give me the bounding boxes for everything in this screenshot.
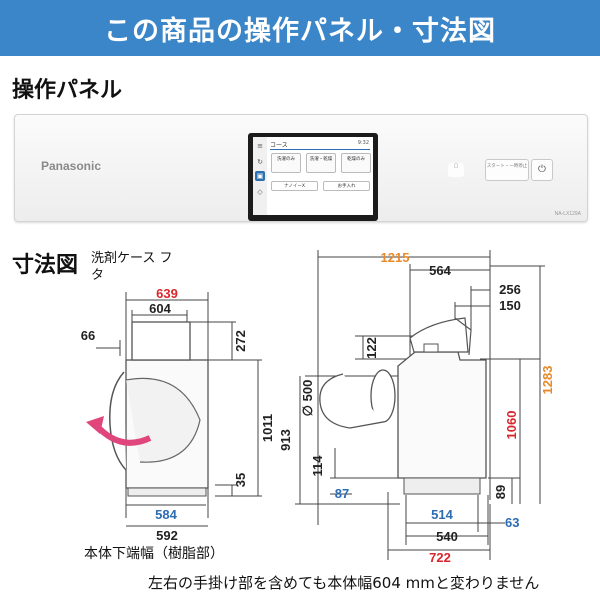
dim-87: 87 [335,486,349,501]
dim-35: 35 [233,473,248,487]
front-dimension-labels: 639 604 272 66 1011 35 584 592 [81,286,275,543]
dim-913: 913 [278,429,293,451]
side-dimension-labels: 1215 564 256 150 122 ∅ 500 913 114 87 10… [278,250,555,565]
footnote: 左右の手掛け部を含めても本体幅604 mmと変わりません [148,574,540,592]
brand-logo: Panasonic [41,159,102,173]
dim-1011: 1011 [260,414,275,442]
lock-icon[interactable]: ▢ [448,163,464,177]
course-care-button[interactable]: お手入れ [323,181,370,191]
screen-divider [270,149,370,150]
dim-1060: 1060 [504,411,519,440]
screen-title: コース [270,142,288,149]
course-wash-dry-button[interactable]: 洗濯・乾燥 [306,153,336,173]
dim-1215: 1215 [381,250,410,265]
dim-639: 639 [156,286,178,301]
dim-89: 89 [493,485,508,499]
front-view-machine [86,321,209,497]
bottom-width-note: 本体下端幅（樹脂部） [84,546,224,562]
back-icon[interactable]: ↻ [257,158,263,166]
dim-592: 592 [156,528,178,543]
bell-icon[interactable]: ◇ [257,188,263,196]
dim-150: 150 [499,298,521,313]
dim-63: 63 [505,515,519,530]
control-panel: Panasonic ≡ ↻ ▣ ◇ コース 9:32 洗濯のみ 洗濯・乾燥 乾燥… [14,114,588,222]
dim-540: 540 [436,529,458,544]
dimension-heading: 寸法図 [12,253,79,278]
dimension-lines [96,250,545,560]
dim-114: 114 [310,455,325,477]
door-open-arrow [93,422,152,446]
dim-500: ∅ 500 [300,380,315,417]
course-icon[interactable]: ▣ [255,171,265,181]
touch-screen[interactable]: ≡ ↻ ▣ ◇ コース 9:32 洗濯のみ 洗濯・乾燥 乾燥のみ ナノイーX お… [248,133,378,221]
title-banner: この商品の操作パネル・寸法図 [0,0,600,56]
dim-1283: 1283 [540,366,555,395]
screen-time: 9:32 [357,140,369,146]
screen-display: ≡ ↻ ▣ ◇ コース 9:32 洗濯のみ 洗濯・乾燥 乾燥のみ ナノイーX お… [253,137,373,215]
dim-122: 122 [364,337,379,359]
course-wash-button[interactable]: 洗濯のみ [271,153,301,173]
detergent-case-label: 洗剤ケース フタ [91,251,173,283]
dim-584: 584 [155,507,177,522]
course-nanoe-button[interactable]: ナノイーX [271,181,318,191]
dim-604: 604 [149,301,171,316]
screen-sidebar: ≡ ↻ ▣ ◇ [253,137,267,215]
course-dry-button[interactable]: 乾燥のみ [341,153,371,173]
power-button[interactable]: ⏻ [531,159,553,181]
start-pause-button[interactable]: スタート・一時停止 [485,159,529,181]
dim-256: 256 [499,282,521,297]
dim-564: 564 [429,263,451,278]
model-number: NA-LX129A [554,211,581,217]
dim-272: 272 [233,330,248,352]
menu-icon[interactable]: ≡ [257,142,263,150]
dim-514: 514 [431,507,453,522]
dim-66: 66 [81,328,95,343]
panel-heading: 操作パネル [12,78,123,103]
side-view-machine [319,317,487,495]
dim-722: 722 [429,550,451,565]
door-arrow-head [86,416,104,434]
